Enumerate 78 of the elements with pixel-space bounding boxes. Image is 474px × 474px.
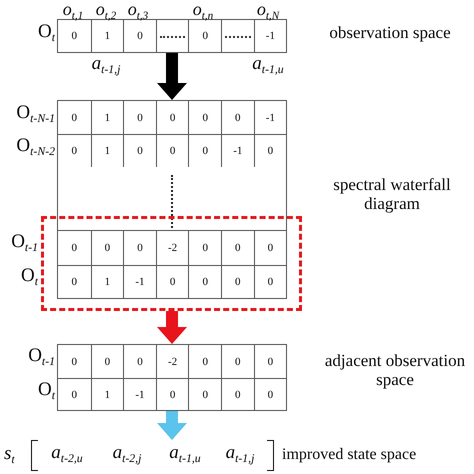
table-cell: 0 <box>90 231 124 265</box>
text-label: o$_{t,N}$ <box>256 0 280 22</box>
row-label: O$_{t-N-1}$ <box>16 103 55 126</box>
arrow <box>157 53 187 100</box>
table-cell-text: 0 <box>70 110 78 126</box>
table-cell: 0 <box>123 231 156 265</box>
math-term: a$_{t-1,j}$ <box>226 443 254 466</box>
table-cell: -1 <box>254 20 286 52</box>
table-cell-text: 0 <box>70 354 78 370</box>
text-label: a$_{t-1,u}$ <box>252 54 284 78</box>
table-cell: 0 <box>188 265 221 298</box>
table-cell: 0 <box>123 20 156 52</box>
text-label: o$_{t,2}$ <box>96 0 116 22</box>
text-label: improved state space <box>282 446 416 464</box>
text-label: o$_{t,n}$ <box>192 0 214 22</box>
table-cell: 0 <box>156 134 188 167</box>
table-cell: 0 <box>254 231 286 265</box>
table-cell: -2 <box>156 231 188 265</box>
table-cell-text: 0 <box>70 241 78 256</box>
data-table <box>57 100 288 231</box>
table-cell: 0 <box>123 134 156 167</box>
row-label: O$_{t-1}$ <box>11 232 38 256</box>
caption-text: spectral waterfall diagram <box>332 176 452 214</box>
table-cell: 0 <box>123 101 156 134</box>
table-cell: 0 <box>58 378 91 410</box>
table-cell: 0 <box>254 345 286 378</box>
table-cell: 1 <box>90 378 124 410</box>
table-cell: 0 <box>188 345 221 378</box>
table-cell: -1 <box>221 134 254 167</box>
arrow <box>157 411 187 440</box>
table-cell: 1 <box>90 134 124 167</box>
caption-text: adjacent observation space <box>324 352 466 390</box>
table-cell: 0 <box>221 345 254 378</box>
row-label: O$_{t-1}$ <box>28 346 55 370</box>
table-cell: 0 <box>221 101 254 134</box>
table-cell: 0 <box>156 101 188 134</box>
table-cell: 1 <box>90 20 124 52</box>
row-label: O$_{t}$ <box>20 266 38 290</box>
math-term: a$_{t-1,u}$ <box>169 443 201 466</box>
table-cell: 0 <box>254 265 286 298</box>
table-cell: 0 <box>188 101 221 134</box>
table-cell: -1 <box>123 378 156 410</box>
data-table <box>57 230 288 299</box>
table-cell: 1 <box>90 101 124 134</box>
table-cell: 0 <box>188 378 221 410</box>
table-cell: 0 <box>254 134 286 167</box>
table-cell: 0 <box>123 345 156 378</box>
table-cell: 0 <box>221 265 254 298</box>
math-term: a$_{t-2,u}$ <box>51 443 83 466</box>
row-label: O$_{t}$ <box>38 380 55 404</box>
table-cell: 0 <box>90 345 124 378</box>
table-cell: 0 <box>221 231 254 265</box>
table-cell: 0 <box>188 231 221 265</box>
table-cell: 0 <box>58 134 91 167</box>
text-label: observation space <box>329 24 451 43</box>
data-table <box>57 19 288 53</box>
text-label: o$_{t,1}$ <box>62 0 84 22</box>
table-cell: 0 <box>188 134 221 167</box>
row-label: O$_{t}$ <box>38 22 55 46</box>
row-label: O$_{t-N-2}$ <box>16 136 55 160</box>
arrow <box>157 311 187 344</box>
text-label: o$_{t,3}$ <box>128 0 148 22</box>
table-cell: 0 <box>221 378 254 410</box>
data-table <box>57 344 288 411</box>
table-cell: -2 <box>156 345 188 378</box>
table-cell: 0 <box>254 378 286 410</box>
table-cell: 0 <box>58 265 91 298</box>
math-term: a$_{t-2,j}$ <box>112 443 142 466</box>
text-label: s$_{t}$ <box>4 444 15 468</box>
table-cell: -1 <box>123 265 156 298</box>
text-label: a$_{t-1,j}$ <box>92 54 120 78</box>
table-cell-text: 0 <box>70 29 78 44</box>
table-cell: 1 <box>90 265 124 298</box>
table-cell: 0 <box>188 20 221 52</box>
table-cell: -1 <box>254 101 286 134</box>
table-cell: 0 <box>156 265 188 298</box>
table-cell: 0 <box>156 378 188 410</box>
highlight-frame <box>41 216 302 311</box>
